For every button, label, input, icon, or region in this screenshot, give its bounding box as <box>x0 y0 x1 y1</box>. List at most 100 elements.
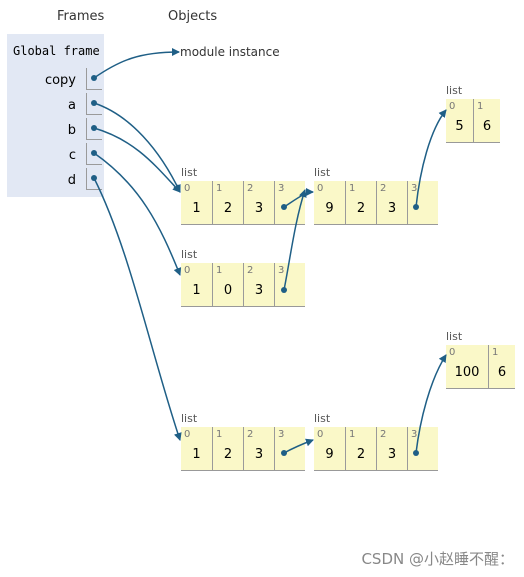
pointer-dot-list-a-3 <box>281 204 287 210</box>
list-index: 0 <box>317 429 324 440</box>
list-index: 2 <box>247 183 254 194</box>
list-cell: 3 <box>274 181 305 224</box>
pointer-dot-b <box>91 125 97 131</box>
arrow-list3-to-100-6 <box>415 354 447 454</box>
pointer-dot-list-9-3-copy <box>413 450 419 456</box>
list-index: 0 <box>184 265 191 276</box>
arrow-a-to-list <box>93 102 181 193</box>
objects-header: Objects <box>168 9 218 24</box>
list-value: 3 <box>387 201 397 216</box>
list-index: 1 <box>492 347 499 358</box>
list-value: 9 <box>325 201 334 216</box>
list-cell: 0 100 <box>446 345 488 388</box>
list-index: 1 <box>349 183 356 194</box>
global-frame: Global frame copy a b c d <box>7 34 104 197</box>
list-value: 3 <box>387 447 397 462</box>
list-cell: 3 <box>274 427 305 470</box>
list-cell: 3 <box>407 427 438 470</box>
list-value: 2 <box>356 201 366 216</box>
list-value: 0 <box>223 283 233 298</box>
list-index: 2 <box>380 429 387 440</box>
arrow-a3-to-list <box>283 188 314 208</box>
var-name-copy: copy <box>44 73 76 88</box>
list-index: 0 <box>184 183 191 194</box>
watermark: CSDN @小赵睡不醒： <box>361 550 514 568</box>
list-value: 1 <box>192 283 201 298</box>
list-index: 1 <box>216 429 223 440</box>
list-value: 2 <box>223 447 233 462</box>
list-index: 0 <box>184 429 191 440</box>
list-value: 3 <box>254 201 264 216</box>
list-index: 3 <box>278 265 285 276</box>
list-cell: 3 <box>274 263 305 306</box>
arrow-copy-to-module <box>93 48 180 79</box>
var-name-b: b <box>67 123 76 138</box>
list-index: 3 <box>411 429 418 440</box>
arrow-d3-to-list <box>283 438 314 454</box>
list-label: list <box>181 248 198 261</box>
pointer-dot-a <box>91 100 97 106</box>
list-label: list <box>314 412 331 425</box>
frame-title: Global frame <box>13 44 100 58</box>
pointer-dot-list-9-3 <box>413 204 419 210</box>
list-index: 2 <box>380 183 387 194</box>
list-label: list <box>314 166 331 179</box>
list-index: 1 <box>477 101 484 112</box>
pointer-dot-list-d-3 <box>281 450 287 456</box>
var-slot-a <box>86 93 102 115</box>
arrow-list3-to-56 <box>415 109 447 208</box>
list-value: 1 <box>192 201 201 216</box>
pointer-dot-list-c-3 <box>281 287 287 293</box>
arrow-c3-to-list <box>283 189 307 291</box>
list-value: 2 <box>356 447 366 462</box>
list-index: 3 <box>278 429 285 440</box>
var-name-d: d <box>67 173 76 188</box>
var-slot-d <box>86 168 102 190</box>
module-instance-label: module instance <box>180 45 280 59</box>
list-index: 2 <box>247 265 254 276</box>
list-index: 1 <box>216 265 223 276</box>
list-value: 100 <box>454 365 480 380</box>
var-slot-b <box>86 118 102 140</box>
list-value: 2 <box>223 201 233 216</box>
var-slot-c <box>86 143 102 165</box>
list-label: list <box>181 412 198 425</box>
list-value: 9 <box>325 447 334 462</box>
list-index: 3 <box>411 183 418 194</box>
var-slot-copy <box>86 68 102 90</box>
list-value: 3 <box>254 447 264 462</box>
list-value: 5 <box>455 119 464 134</box>
list-index: 0 <box>449 347 456 358</box>
list-index: 3 <box>278 183 285 194</box>
arrow-c-to-list <box>93 152 182 276</box>
list-index: 0 <box>449 101 456 112</box>
list-index: 1 <box>216 183 223 194</box>
list-cell: 3 <box>407 181 438 224</box>
list-index: 0 <box>317 183 324 194</box>
list-label: list <box>446 330 463 343</box>
